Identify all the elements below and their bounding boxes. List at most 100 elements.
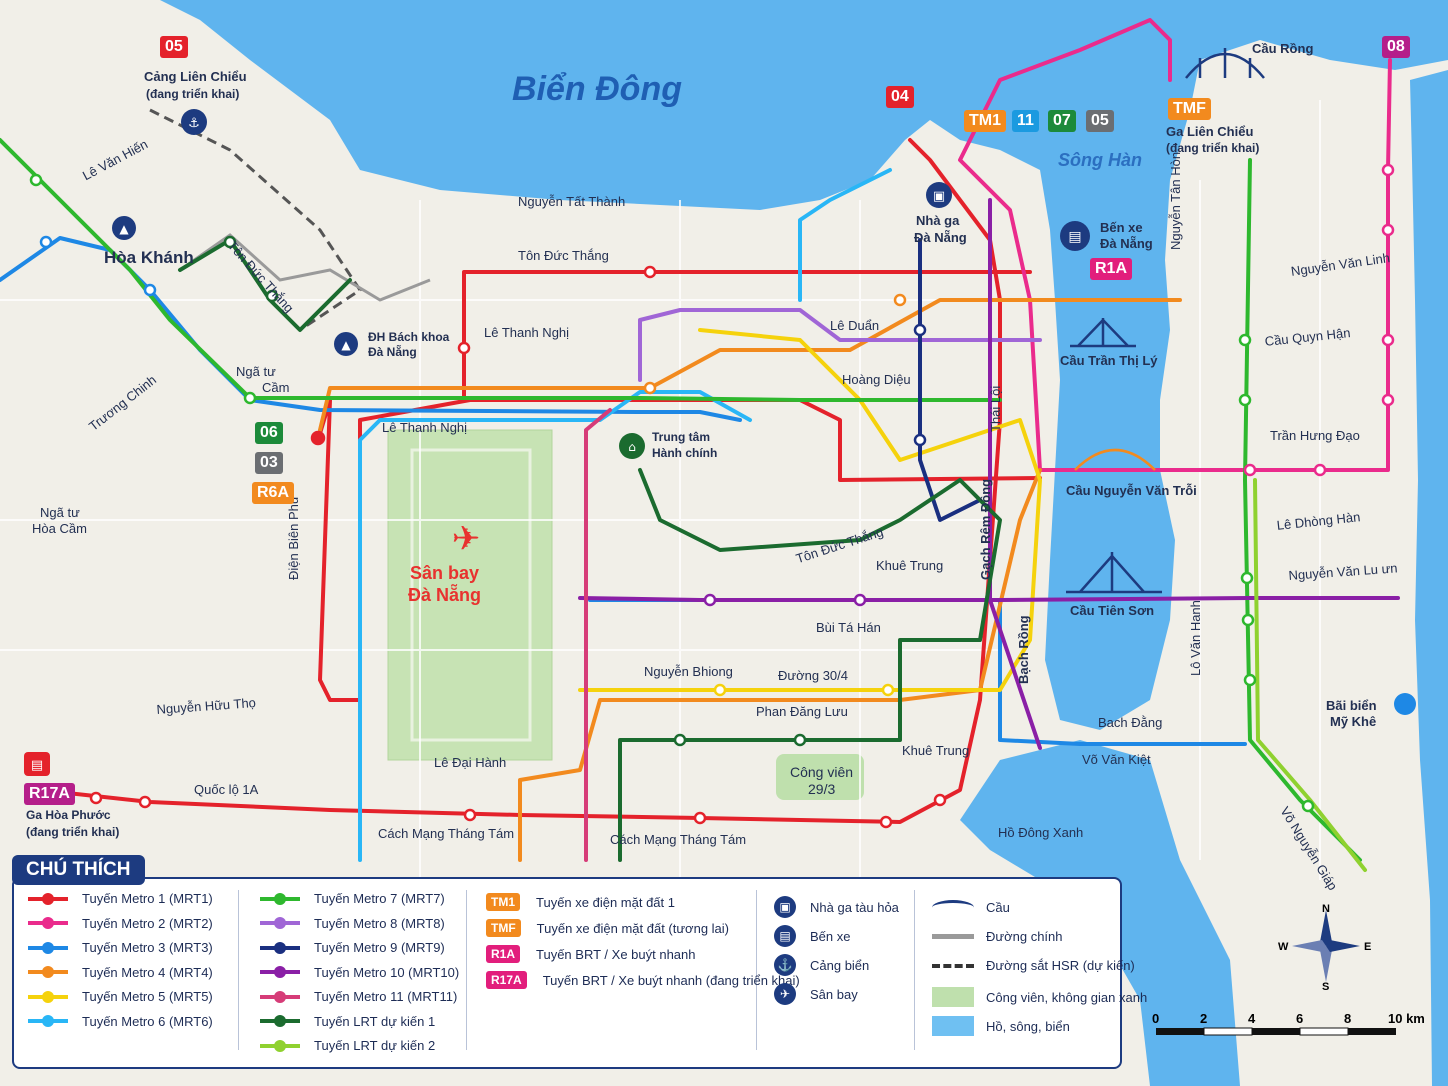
map-label: Lê Đại Hành bbox=[434, 755, 507, 770]
map-label: Cách Mạng Tháng Tám bbox=[378, 826, 515, 841]
mrt1-north bbox=[462, 270, 1032, 402]
mrt1-loop bbox=[316, 398, 1042, 702]
legend-line-swatch bbox=[28, 990, 68, 1003]
legend-feature-item: Công viên, không gian xanh bbox=[932, 987, 1147, 1007]
legend-line-swatch bbox=[260, 1015, 300, 1027]
map-label: Hồ Đông Xanh bbox=[998, 825, 1084, 840]
legend-label: Bến xe bbox=[810, 928, 851, 944]
legend-title: CHÚ THÍCH bbox=[12, 855, 145, 885]
legend-label: Cảng biển bbox=[810, 957, 870, 973]
road-grid bbox=[0, 100, 1321, 880]
route-badge-br17a: R17A bbox=[24, 783, 75, 805]
svg-text:▲: ▲ bbox=[341, 338, 351, 352]
airport-area bbox=[387, 429, 553, 761]
legend-service-badge: TM1 bbox=[486, 893, 520, 911]
map-label: Ngã tư bbox=[40, 505, 80, 520]
compass-n: N bbox=[1322, 903, 1330, 915]
airport-label-line2: Đà Nẵng bbox=[408, 585, 482, 605]
legend-divider bbox=[756, 890, 757, 1050]
airport-label: Sân bay Đà Nẵng bbox=[408, 562, 481, 606]
map-label: Khuê Trung bbox=[902, 743, 970, 758]
airplane-icon: ✈ bbox=[452, 519, 481, 559]
map-label: Bãi biển bbox=[1326, 698, 1377, 713]
legend-line-item: Tuyến Metro 1 (MRT1) bbox=[28, 891, 213, 906]
legend-line-item: Tuyến Metro 3 (MRT3) bbox=[28, 940, 213, 955]
legend-label: Tuyến Metro 4 (MRT4) bbox=[82, 964, 213, 980]
route-badge-b07: 07 bbox=[1048, 110, 1076, 132]
main-road-grey bbox=[179, 233, 431, 302]
legend-line-item: Tuyến Metro 2 (MRT2) bbox=[28, 916, 213, 931]
map-label: Tôn Đức Thắng bbox=[518, 248, 609, 263]
university-icon bbox=[112, 216, 136, 240]
airport-runway bbox=[410, 448, 532, 742]
mrt9-line bbox=[918, 238, 982, 522]
map-label: Nguyễn Bhiong bbox=[644, 664, 733, 679]
compass-rose-icon: N S W E bbox=[1278, 903, 1371, 992]
map-label: Hành chính bbox=[652, 446, 718, 460]
svg-text:▤: ▤ bbox=[1068, 229, 1081, 245]
map-label: Trần Hưng Đạo bbox=[1270, 428, 1360, 443]
legend-label: Nhà ga tàu hỏa bbox=[810, 899, 899, 915]
route-badge-b05: 05 bbox=[160, 36, 188, 58]
legend-line-item: Tuyến Metro 10 (MRT10) bbox=[260, 965, 459, 980]
legend-service-badge: TMF bbox=[486, 919, 521, 937]
scale-tick: 10 km bbox=[1388, 1011, 1425, 1026]
legend-line-swatch bbox=[260, 1039, 300, 1052]
route-badge-b03: 03 bbox=[255, 452, 283, 474]
svg-text:▲: ▲ bbox=[119, 222, 129, 236]
legend-line-item: Tuyến Metro 9 (MRT9) bbox=[260, 940, 445, 955]
map-label: Điện Biên Phủ bbox=[286, 496, 301, 580]
legend-label: Tuyến xe điện mặt đất (tương lai) bbox=[536, 920, 729, 936]
legend-divider bbox=[914, 890, 915, 1050]
legend-feature-item: Hồ, sông, biển bbox=[932, 1016, 1070, 1036]
legend-line-item: Tuyến Metro 4 (MRT4) bbox=[28, 965, 213, 980]
legend-place-item: ⚓Cảng biển bbox=[774, 954, 869, 976]
legend-service-badge: R1A bbox=[486, 945, 521, 963]
bus-station-icon bbox=[1060, 221, 1090, 251]
map-label: Đà Nẵng bbox=[368, 345, 417, 359]
route-badge-b05b: 05 bbox=[1086, 110, 1114, 132]
scale-tick: 4 bbox=[1248, 1011, 1256, 1026]
map-label: Bến xe bbox=[1100, 220, 1143, 235]
map-label: Phan Đăng Lưu bbox=[756, 704, 848, 719]
hsr-railway bbox=[149, 108, 363, 332]
legend-label: Tuyến Metro 3 (MRT3) bbox=[82, 940, 213, 955]
legend-service-item: TMF Tuyến xe điện mặt đất (tương lai) bbox=[486, 919, 729, 937]
legend-line-item: Tuyến Metro 11 (MRT11) bbox=[260, 989, 457, 1004]
sea-label: Biển Đông bbox=[512, 70, 682, 108]
map-label: Võ Văn Kiệt bbox=[1082, 752, 1151, 767]
legend-label: Tuyến LRT dự kiến 1 bbox=[314, 1013, 436, 1029]
legend-line-swatch bbox=[28, 1015, 68, 1027]
svg-text:⌂: ⌂ bbox=[628, 440, 636, 454]
legend-line-swatch bbox=[260, 941, 300, 954]
map-label: 29/3 bbox=[808, 781, 836, 797]
hsr-railway-icon bbox=[932, 963, 974, 968]
map-label: Cầu Trần Thị Lý bbox=[1060, 353, 1158, 368]
mrt2-line bbox=[958, 18, 1392, 472]
map-label: Hòa Khánh bbox=[104, 248, 194, 267]
legend-line-swatch bbox=[260, 892, 300, 905]
sea-area bbox=[160, 0, 1448, 730]
map-label: Lô Văn Hanh bbox=[1188, 600, 1203, 676]
svg-text:▤: ▤ bbox=[31, 758, 43, 773]
port-icon bbox=[181, 109, 207, 135]
map-label: Thái Lội bbox=[988, 385, 1003, 432]
bridge-tran-thi-ly-icon bbox=[1070, 318, 1136, 348]
map-label: Công viên bbox=[790, 764, 854, 780]
mrt10-north bbox=[988, 198, 1042, 750]
svg-text:⚓: ⚓ bbox=[188, 116, 200, 131]
lrt2-line bbox=[1253, 478, 1367, 872]
compass-e: E bbox=[1364, 941, 1371, 953]
bus-r17a-icon bbox=[24, 752, 50, 776]
legend-label: Tuyến Metro 9 (MRT9) bbox=[314, 940, 445, 955]
legend-line-swatch bbox=[28, 917, 68, 929]
scale-bar: 0 2 4 6 8 10 km bbox=[1152, 1011, 1425, 1036]
bridges bbox=[1066, 48, 1265, 594]
legend-label: Công viên, không gian xanh bbox=[986, 989, 1148, 1005]
legend-label: Tuyến BRT / Xe buýt nhanh bbox=[536, 946, 696, 962]
legend-label: Tuyến Metro 5 (MRT5) bbox=[82, 989, 213, 1004]
route-badge-btmf: TMF bbox=[1168, 98, 1211, 120]
